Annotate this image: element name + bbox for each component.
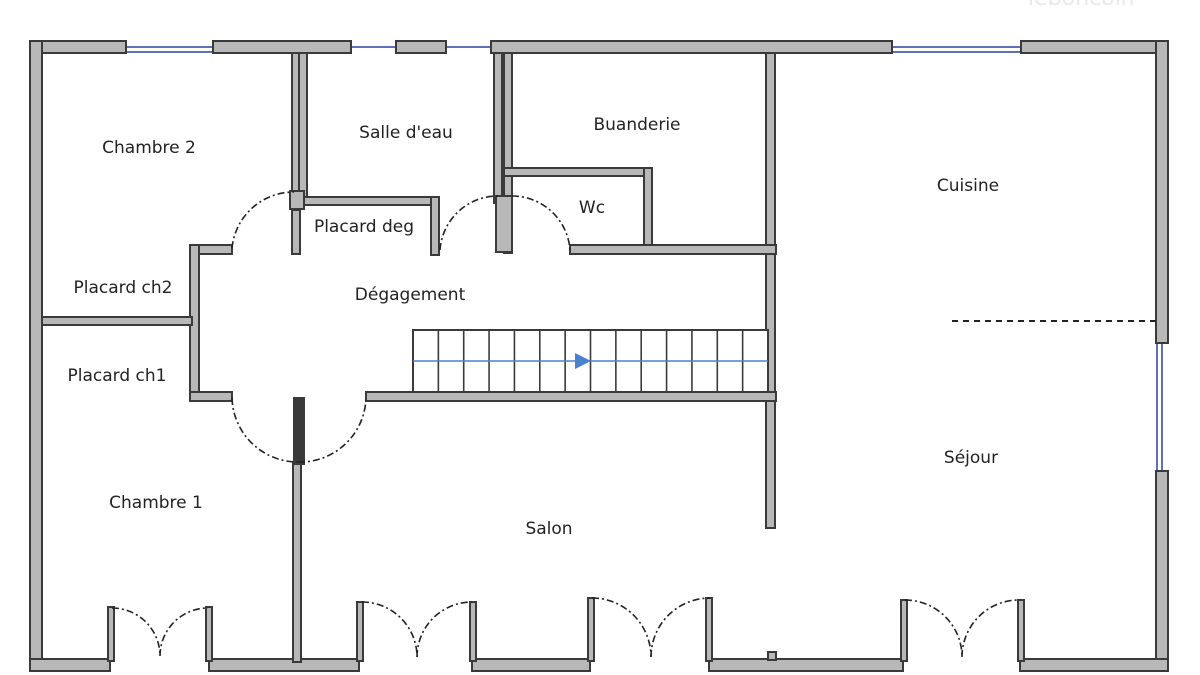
jamb — [205, 606, 213, 662]
wall-degagement-top-right — [569, 244, 777, 255]
room-label-placard-ch2: Placard ch2 — [73, 278, 173, 298]
room-label-chambre-2: Chambre 2 — [102, 138, 196, 158]
wall-bottom-5 — [1019, 658, 1169, 672]
door-swings — [111, 191, 1021, 658]
door-swing-wc — [511, 195, 571, 251]
wall-placard-deg-top — [298, 196, 440, 206]
jamb — [1017, 599, 1025, 662]
jamb — [900, 599, 908, 662]
jamb — [107, 606, 115, 662]
room-label-degagement: Dégagement — [354, 285, 466, 305]
wall-bottom-2 — [208, 658, 360, 672]
jamb — [356, 601, 364, 662]
exterior-walls — [29, 40, 1169, 672]
room-label-buanderie: Buanderie — [593, 115, 681, 135]
door-swing-bottom-4b — [961, 599, 1021, 658]
door-swing-bottom-4a — [904, 599, 963, 658]
room-label-placard-ch1: Placard ch1 — [67, 366, 167, 386]
door-swing-salle — [439, 195, 499, 251]
wall-salle-west — [298, 52, 308, 204]
wall-left — [29, 40, 43, 672]
wall-top-4 — [490, 40, 893, 54]
wall-top-1 — [29, 40, 127, 54]
watermark: leboncoin — [1028, 0, 1135, 11]
door-stop-wc — [495, 195, 513, 253]
room-label-wc: Wc — [578, 198, 606, 218]
door-swing-bottom-2b — [416, 601, 473, 658]
room-label-salle-deau: Salle d'eau — [359, 123, 453, 143]
wall-placard-ch2-bottom — [41, 316, 193, 326]
room-label-salon: Salon — [525, 519, 573, 539]
door-leaf-chambre1 — [293, 397, 305, 465]
door-swing-bottom-1b — [159, 607, 209, 657]
wall-wc-top — [503, 167, 653, 177]
wall-bottom-notch — [767, 651, 777, 661]
door-swing-salon — [297, 397, 367, 463]
wall-wc-east — [643, 167, 653, 251]
door-swing-bottom-3b — [650, 597, 711, 658]
wall-right-top — [1155, 40, 1169, 344]
jamb — [587, 597, 595, 662]
door-swing-bottom-1a — [111, 607, 161, 657]
door-swing-chambre1 — [231, 397, 299, 463]
jamb — [705, 597, 713, 662]
room-label-sejour: Séjour — [943, 448, 999, 468]
jamb — [469, 601, 477, 662]
wall-bottom-4 — [708, 658, 904, 672]
wall-degagement-bottom-left — [189, 391, 233, 402]
wall-bottom-1 — [29, 658, 111, 672]
door-swing-bottom-2a — [361, 601, 418, 658]
wall-right-bottom — [1155, 470, 1169, 672]
wall-degagement-bottom-right — [365, 391, 777, 402]
room-label-cuisine: Cuisine — [936, 176, 1000, 196]
wall-bottom-3 — [471, 658, 591, 672]
wall-top-3 — [395, 40, 447, 54]
stair-arrow — [575, 353, 591, 369]
wall-top-5 — [1020, 40, 1169, 54]
wall-chambre2-east-low — [291, 209, 301, 255]
room-label-placard-deg: Placard deg — [313, 217, 415, 237]
wall-top-2 — [212, 40, 352, 54]
staircase — [412, 329, 769, 393]
door-swing-bottom-3a — [591, 597, 652, 658]
wall-placard-deg-east — [430, 196, 440, 256]
door-stop — [289, 190, 305, 210]
door-swing-chambre2 — [231, 191, 295, 249]
wall-cuisine-west — [765, 52, 776, 529]
french-door-jambs — [107, 597, 1025, 662]
room-label-chambre-1: Chambre 1 — [109, 493, 203, 513]
interior-walls — [41, 52, 777, 663]
wall-salle-east — [493, 52, 503, 204]
windows — [125, 46, 1163, 472]
wall-chambre1-east — [292, 461, 302, 663]
